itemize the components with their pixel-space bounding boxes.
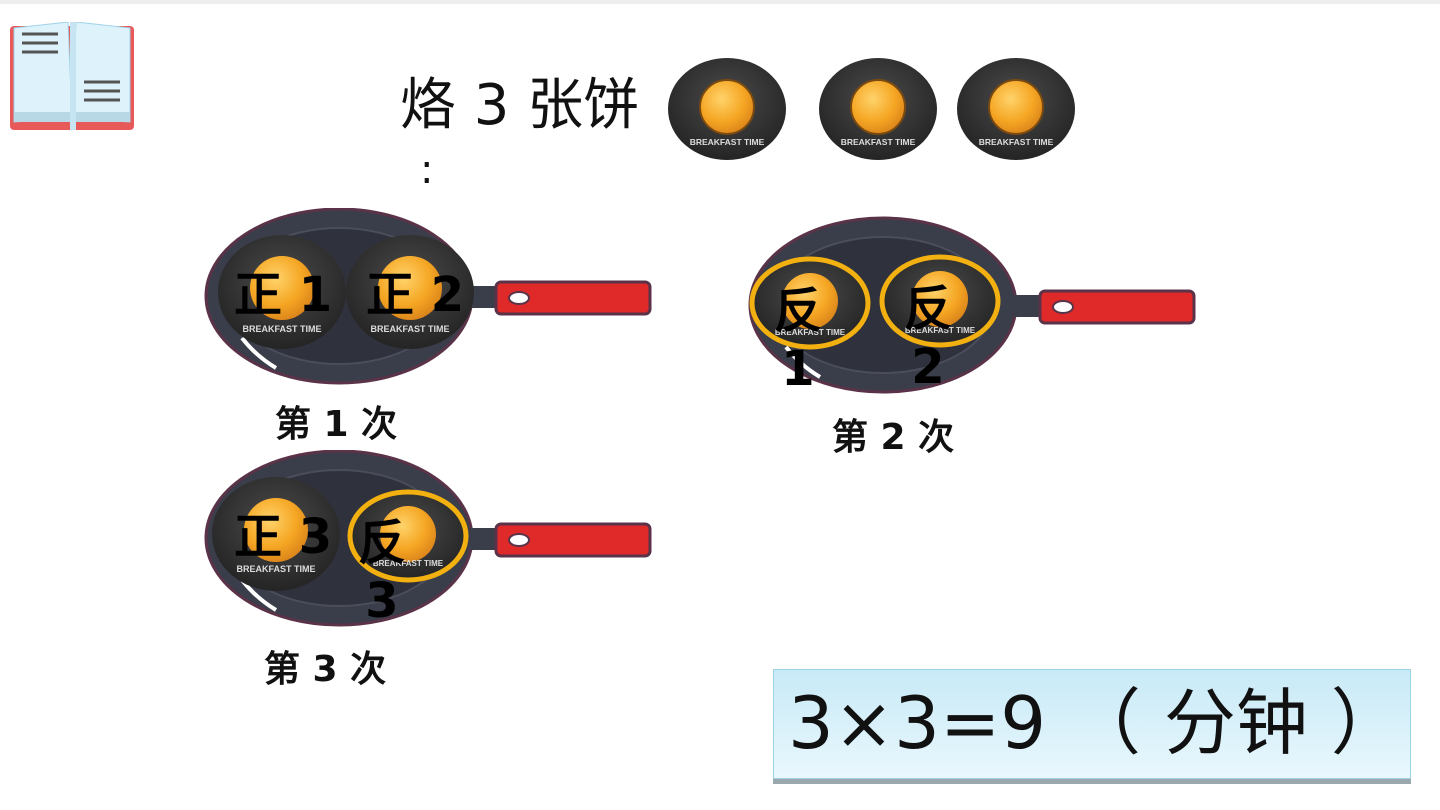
frying-pan-round-3: BREAKFAST TIME BREAKFAST TIME <box>204 450 652 627</box>
pancake-caption: BREAKFAST TIME <box>979 137 1054 147</box>
side-label: 正 2 <box>366 267 465 323</box>
pancake-caption: BREAKFAST TIME <box>370 324 449 334</box>
pancake-caption: BREAKFAST TIME <box>242 324 321 334</box>
problem-title: 烙 3 张饼 <box>400 73 640 138</box>
round-label: 第 3 次 <box>264 649 387 690</box>
pancake-icon: BREAKFAST TIME <box>668 58 786 160</box>
title-colon: : <box>420 147 434 193</box>
highlight-ring <box>749 256 871 350</box>
book-icon[interactable] <box>10 22 134 134</box>
pancake-caption: BREAKFAST TIME <box>690 137 765 147</box>
top-border <box>0 0 1440 4</box>
pancake-icon: BREAKFAST TIME <box>957 58 1075 160</box>
highlight-ring <box>347 489 469 583</box>
pancake-icon: BREAKFAST TIME <box>819 58 937 160</box>
pancake-caption: BREAKFAST TIME <box>373 559 444 568</box>
pancake-caption: BREAKFAST TIME <box>236 564 315 574</box>
side-label: 反 3 <box>357 515 406 629</box>
pancake-caption: BREAKFAST TIME <box>841 137 916 147</box>
pancake-caption: BREAKFAST TIME <box>905 326 976 335</box>
pancake-caption: BREAKFAST TIME <box>775 328 846 337</box>
side-label: 正 1 <box>234 267 333 323</box>
answer-box: 3×3=9 （ 分钟 ） <box>773 669 1411 779</box>
side-label: 反 2 <box>903 281 952 395</box>
side-label: 正 3 <box>234 509 333 565</box>
highlight-ring <box>879 254 1001 348</box>
side-label: 反 1 <box>773 283 822 397</box>
frying-pan-round-1: BREAKFAST TIME BREAKFAST TIME <box>204 208 652 385</box>
round-label: 第 1 次 <box>275 404 398 445</box>
answer-text: 3×3=9 （ 分钟 ） <box>788 681 1403 765</box>
round-label: 第 2 次 <box>832 417 955 458</box>
frying-pan-round-2: BREAKFAST TIME BREAKFAST TIME <box>748 216 1196 394</box>
